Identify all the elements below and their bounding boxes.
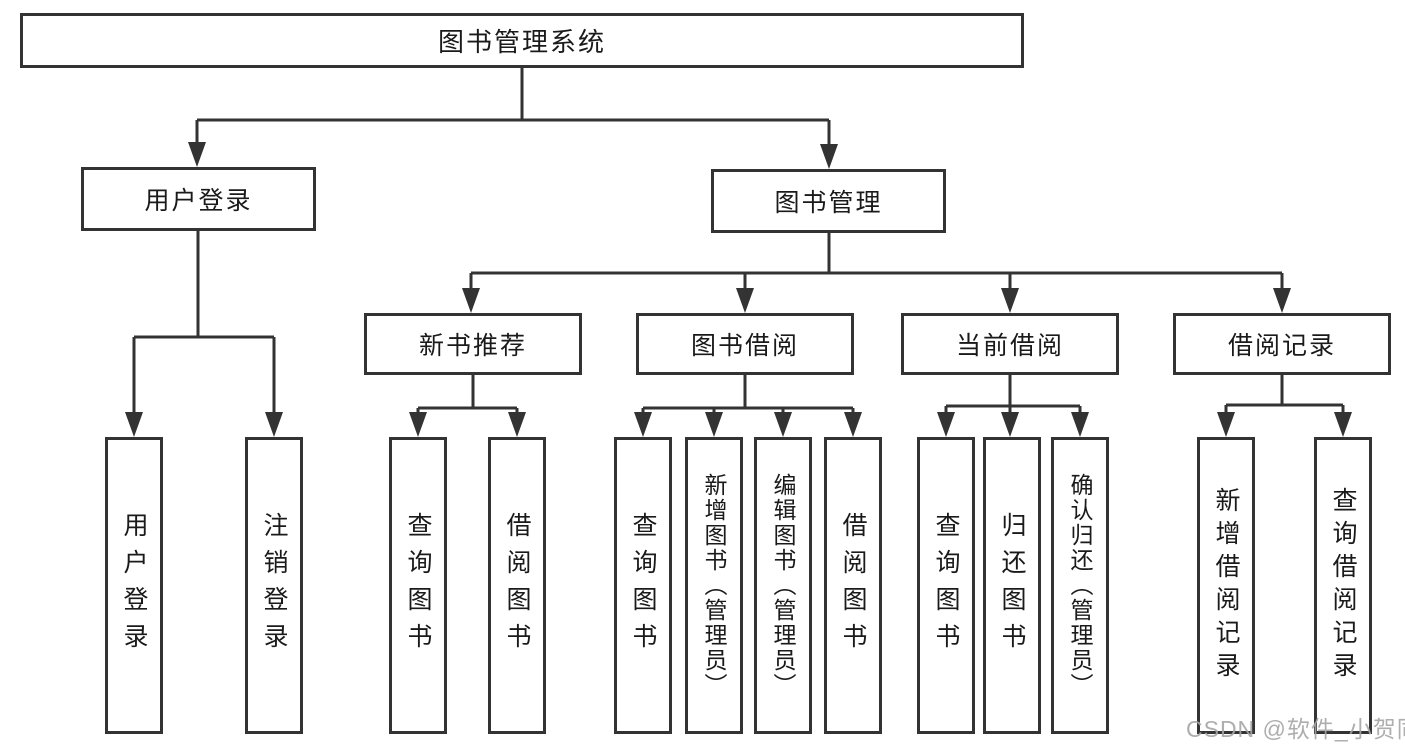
node-label: 查询图书 [629, 511, 657, 660]
node-new-book-recommend: 新书推荐 [364, 313, 582, 375]
node-book-management-system: 图书管理系统 [20, 13, 1024, 68]
leaf-user-login: 用户登录 [105, 437, 163, 734]
arrow-down-icon [820, 144, 838, 169]
node-label: 注销登录 [260, 511, 288, 660]
node-label: 新书推荐 [418, 332, 527, 360]
node-book-borrow: 图书借阅 [636, 313, 854, 375]
csdn-watermark: CSDN @软件_小贺同学 [1186, 716, 1405, 742]
arrow-down-icon [844, 412, 862, 437]
arrow-down-icon [937, 412, 955, 437]
node-label: 用户登录 [144, 187, 253, 215]
arrow-down-icon [774, 412, 792, 437]
arrow-down-icon [634, 412, 652, 437]
node-user-login: 用户登录 [81, 167, 316, 231]
leaf-query-books-recommend: 查询图书 [389, 437, 447, 734]
arrow-down-icon [1001, 288, 1019, 313]
node-label: 图书管理系统 [437, 27, 606, 57]
leaf-borrow-books: 借阅图书 [824, 437, 882, 734]
node-label: 新增图书（管理员） [701, 473, 727, 698]
node-label: 借阅记录 [1227, 332, 1336, 360]
node-label: 新增借阅记录 [1212, 486, 1240, 685]
arrow-down-icon [265, 412, 283, 437]
arrow-down-icon [736, 288, 754, 313]
leaf-logout-login: 注销登录 [245, 437, 303, 734]
node-label: 借阅图书 [503, 511, 531, 660]
node-label: 查询图书 [404, 511, 432, 660]
leaf-query-books-borrow: 查询图书 [614, 437, 672, 734]
node-borrow-records: 借阅记录 [1173, 313, 1391, 375]
node-label: 借阅图书 [839, 511, 867, 660]
arrow-down-icon [1217, 412, 1235, 437]
leaf-add-borrow-record: 新增借阅记录 [1197, 437, 1255, 734]
node-label: 图书管理 [774, 189, 883, 217]
arrow-down-icon [1334, 412, 1352, 437]
node-current-borrow: 当前借阅 [901, 313, 1119, 375]
node-label: 确认归还（管理员） [1067, 473, 1093, 698]
node-label: 用户登录 [120, 511, 148, 660]
arrow-down-icon [125, 412, 143, 437]
arrow-down-icon [1273, 288, 1291, 313]
leaf-return-book: 归还图书 [983, 437, 1041, 734]
leaf-query-books-current: 查询图书 [917, 437, 975, 734]
node-label: 图书借阅 [690, 332, 799, 360]
leaf-query-borrow-record: 查询借阅记录 [1314, 437, 1372, 734]
node-label: 当前借阅 [955, 332, 1064, 360]
node-book-management: 图书管理 [711, 169, 946, 233]
arrow-down-icon [1001, 412, 1019, 437]
leaf-confirm-return-admin: 确认归还（管理员） [1051, 437, 1109, 734]
node-label: 查询图书 [932, 511, 960, 660]
node-label: 查询借阅记录 [1329, 486, 1357, 685]
arrow-down-icon [705, 412, 723, 437]
node-label: 归还图书 [998, 511, 1026, 660]
leaf-borrow-books-recommend: 借阅图书 [488, 437, 546, 734]
leaf-edit-book-admin: 编辑图书（管理员） [754, 437, 812, 734]
arrow-down-icon [508, 412, 526, 437]
arrow-down-icon [462, 288, 480, 313]
node-label: 编辑图书（管理员） [770, 473, 796, 698]
leaf-add-book-admin: 新增图书（管理员） [685, 437, 743, 734]
arrow-down-icon [1071, 412, 1089, 437]
arrow-down-icon [409, 412, 427, 437]
arrow-down-icon [188, 142, 206, 167]
